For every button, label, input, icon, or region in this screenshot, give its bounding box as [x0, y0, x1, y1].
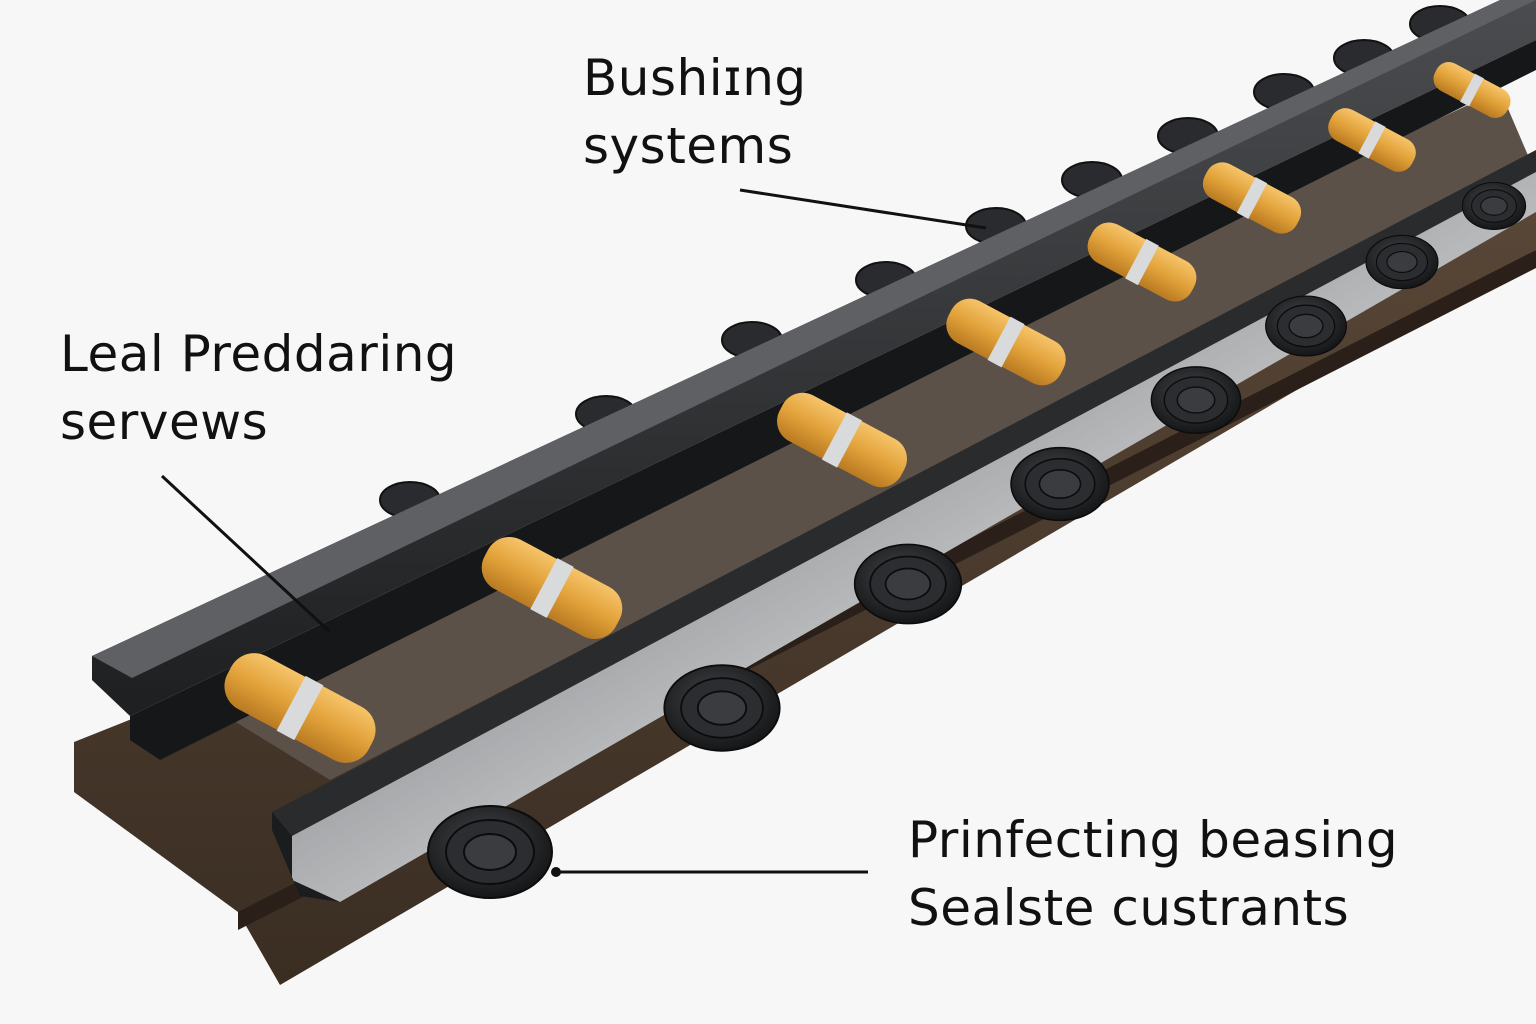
seal-disc: [1265, 295, 1347, 357]
callout-beasing-line2: Sealste custrants: [908, 879, 1350, 937]
bushing-cylinder: [1433, 62, 1511, 118]
callout-bushing-line1: Bushiɪng: [583, 49, 807, 107]
callout-leal-preddaring: Leal Preddaring servews: [60, 320, 457, 456]
bushing-cylinder: [481, 536, 623, 640]
bushing-cylinder: [946, 298, 1066, 386]
callout-bushing-line2: systems: [583, 117, 794, 175]
bushing-cylinder: [1202, 162, 1302, 234]
rail-left-face: [130, 40, 1536, 760]
callout-bushing-systems: Bushiɪng systems: [583, 44, 807, 180]
bushing-cylinder: [224, 653, 376, 763]
seal-disc: [1150, 366, 1242, 434]
bushing-cylinder: [1328, 108, 1416, 172]
seal-disc: [663, 664, 781, 752]
callout-prinfecting-beasing: Prinfecting beasing Sealste custrants: [908, 806, 1398, 942]
seal-disc: [1365, 234, 1439, 290]
bushing-cylinder: [1087, 222, 1197, 302]
callout-beasing-line1: Prinfecting beasing: [908, 811, 1399, 869]
rail-left: [92, 0, 1536, 716]
leader-dot-beasing: [551, 867, 561, 877]
leader-line-bushing: [739, 188, 987, 230]
bushing-cylinder: [777, 392, 907, 488]
rail-right-end: [272, 812, 340, 902]
rail-right: [292, 172, 1536, 902]
seal-disc: [427, 805, 553, 899]
bushing-group: [224, 62, 1511, 763]
leader-line-preddaring: [160, 474, 332, 634]
callout-preddaring-line2: servews: [60, 393, 269, 451]
seal-group: [427, 182, 1527, 899]
rail-left-top: [92, 0, 1536, 678]
callout-preddaring-line1: Leal Preddaring: [60, 325, 458, 383]
seal-disc: [1461, 182, 1527, 230]
rail-right-top: [272, 150, 1536, 836]
seal-disc: [853, 543, 963, 625]
seal-disc: [1010, 446, 1110, 522]
